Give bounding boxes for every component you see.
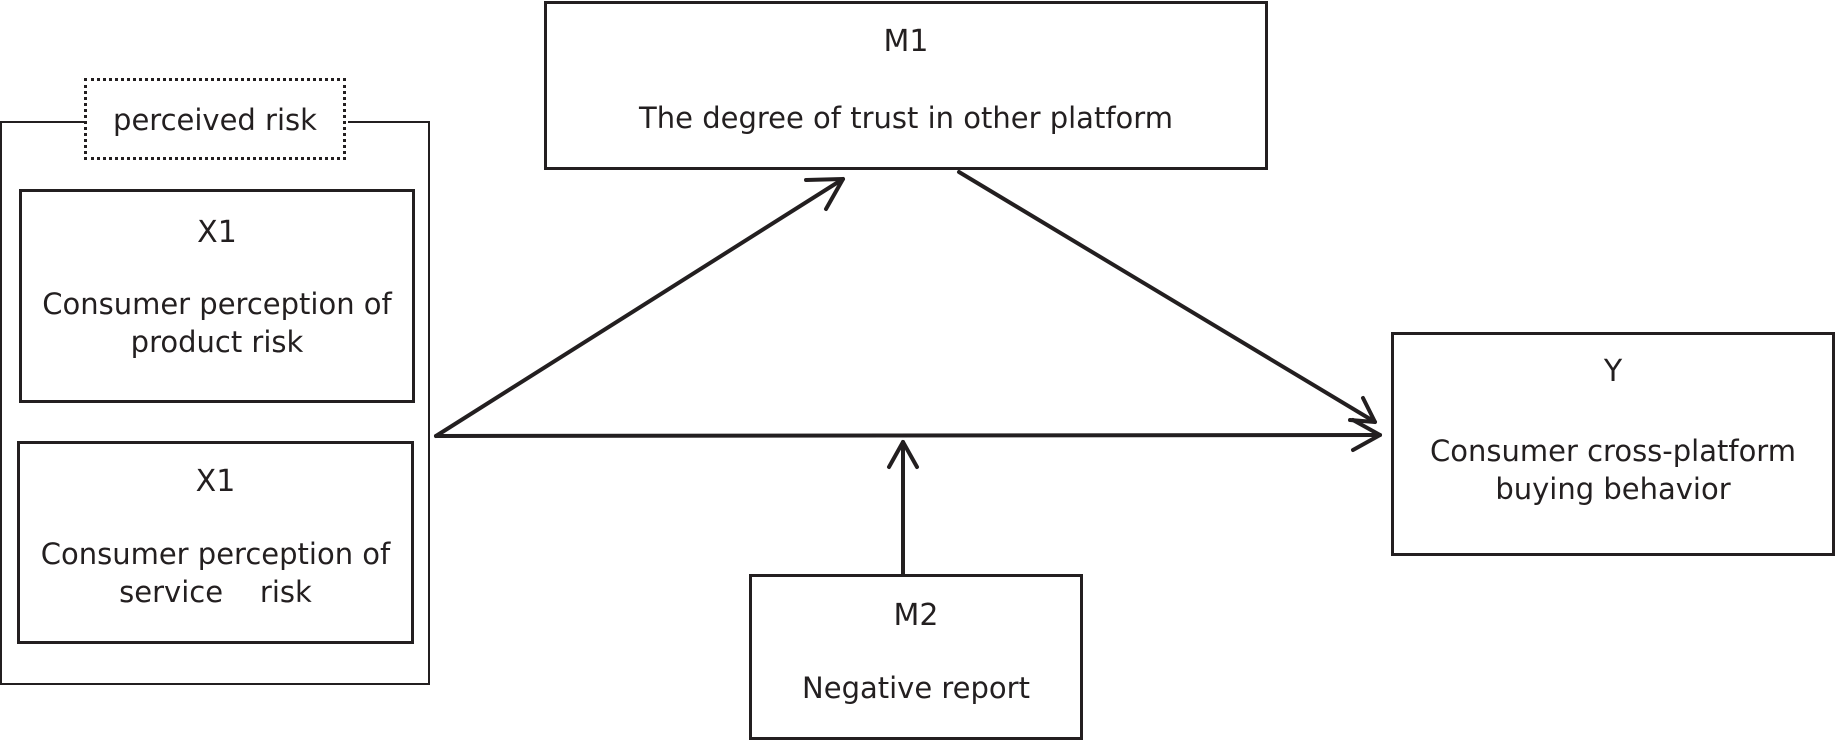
arrow-m1-to-y-head (1348, 396, 1377, 424)
x1-service-line2: service risk (119, 575, 312, 609)
perceived-risk-group-frame (0, 121, 430, 685)
group-frame-top-left (0, 121, 84, 123)
arrow-x-to-y-head (1351, 418, 1382, 452)
x1-service-code: X1 (195, 464, 236, 499)
x1-product-line2: product risk (130, 325, 304, 359)
m1-trust-box: M1 The degree of trust in other platform (544, 1, 1268, 170)
m1-text: The degree of trust in other platform (639, 101, 1173, 135)
m1-code: M1 (883, 24, 929, 59)
arrow-x-to-y (434, 433, 1382, 438)
arrow-m1-to-y (957, 170, 1377, 424)
arrow-x-to-m1 (434, 177, 845, 438)
perceived-risk-label: perceived risk (113, 103, 317, 137)
y-code: Y (1603, 354, 1623, 389)
arrow-m2-to-path-head (887, 440, 919, 469)
x1-product-code: X1 (197, 215, 237, 250)
x1-service-risk-box: X1 Consumer perception of service risk (17, 441, 414, 644)
m2-negative-report-box: M2 Negative report (749, 574, 1083, 740)
m2-text: Negative report (802, 671, 1030, 705)
y-line2: buying behavior (1495, 472, 1731, 506)
perceived-risk-label-box: perceived risk (84, 78, 346, 160)
x1-service-line1: Consumer perception of (40, 537, 391, 571)
x1-product-line1: Consumer perception of (42, 287, 392, 321)
x1-product-risk-box: X1 Consumer perception of product risk (19, 189, 415, 403)
group-frame-top-right (348, 121, 430, 123)
arrow-x-to-m1-head (804, 177, 845, 211)
y-line1: Consumer cross-platform (1430, 434, 1796, 468)
m2-code: M2 (893, 598, 939, 633)
y-behavior-box: Y Consumer cross-platform buying behavio… (1391, 332, 1835, 556)
